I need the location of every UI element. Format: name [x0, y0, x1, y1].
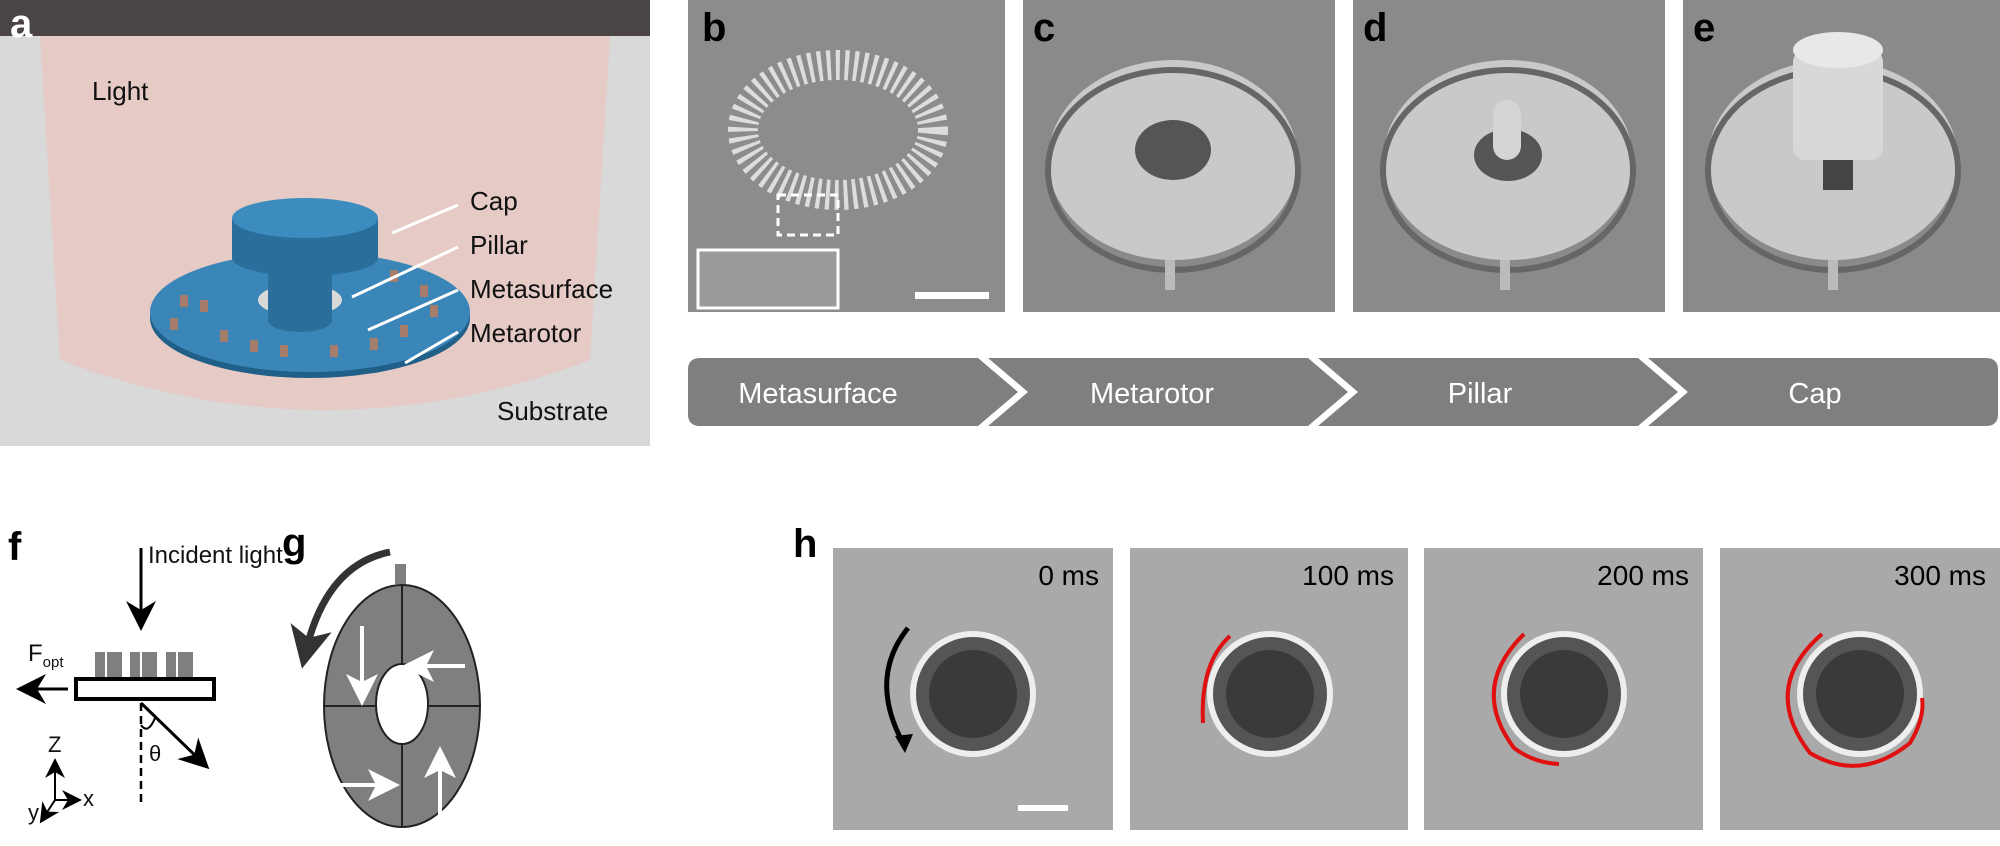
- step-metasurface: Metasurface: [738, 378, 898, 410]
- label-cap: Cap: [470, 186, 518, 216]
- microscopy-frame-200: 200 ms: [1424, 548, 1703, 830]
- panel-label-b: b: [702, 6, 727, 50]
- panel-label-d: d: [1363, 6, 1388, 50]
- panel-label-f: f: [8, 525, 22, 569]
- axis-z-label: Z: [48, 732, 62, 757]
- process-banner: [688, 358, 1998, 426]
- step-pillar: Pillar: [1447, 378, 1513, 410]
- panel-label-h: h: [793, 522, 818, 566]
- microscopy-frame-0: 0 ms: [833, 548, 1113, 830]
- microscopy-frame-100: 100 ms: [1130, 548, 1408, 830]
- step-arrow-3: [1318, 358, 1678, 426]
- sem-image-d: d: [1353, 0, 1665, 312]
- sem-image-e: e: [1683, 0, 2000, 312]
- step-arrow-1: [688, 358, 1018, 426]
- panel-a-render: a Light Cap Pillar Metasurface Metarotor…: [0, 0, 650, 446]
- microscopy-frame-300: 300 ms: [1720, 548, 2000, 830]
- label-metarotor: Metarotor: [470, 318, 582, 348]
- step-arrow-4: [1648, 358, 1998, 426]
- step-cap: Cap: [1788, 378, 1842, 410]
- panel-label-c: c: [1033, 6, 1056, 50]
- sem-image-c: c: [1023, 0, 1335, 312]
- label-incident-light: Incident light: [148, 542, 283, 569]
- timestamp: 0 ms: [1038, 560, 1099, 591]
- scale-bar: [1018, 805, 1068, 811]
- force-symbol: F: [28, 640, 43, 667]
- label-pillar: Pillar: [470, 230, 528, 260]
- diagram-f: [15, 548, 216, 824]
- label-theta: θ: [149, 741, 162, 766]
- timestamp: 300 ms: [1894, 560, 1986, 591]
- axis-x-label: x: [83, 786, 94, 811]
- panel-label-e: e: [1693, 6, 1716, 50]
- sem-image-b: b: [688, 0, 1005, 312]
- step-arrow-2: [988, 358, 1348, 426]
- label-light: Light: [92, 76, 149, 106]
- timestamp: 200 ms: [1597, 560, 1689, 591]
- diagram-g: [290, 548, 481, 828]
- rotor-render: [0, 0, 650, 410]
- panel-label-a: a: [10, 2, 33, 46]
- label-metasurface: Metasurface: [470, 274, 614, 304]
- force-subscript: opt: [42, 653, 64, 671]
- label-substrate: Substrate: [497, 396, 609, 426]
- label-force: Fopt: [28, 640, 64, 671]
- timestamp: 100 ms: [1302, 560, 1394, 591]
- step-metarotor: Metarotor: [1089, 378, 1215, 410]
- panel-label-g: g: [282, 521, 307, 565]
- axis-y-label: y: [28, 800, 39, 825]
